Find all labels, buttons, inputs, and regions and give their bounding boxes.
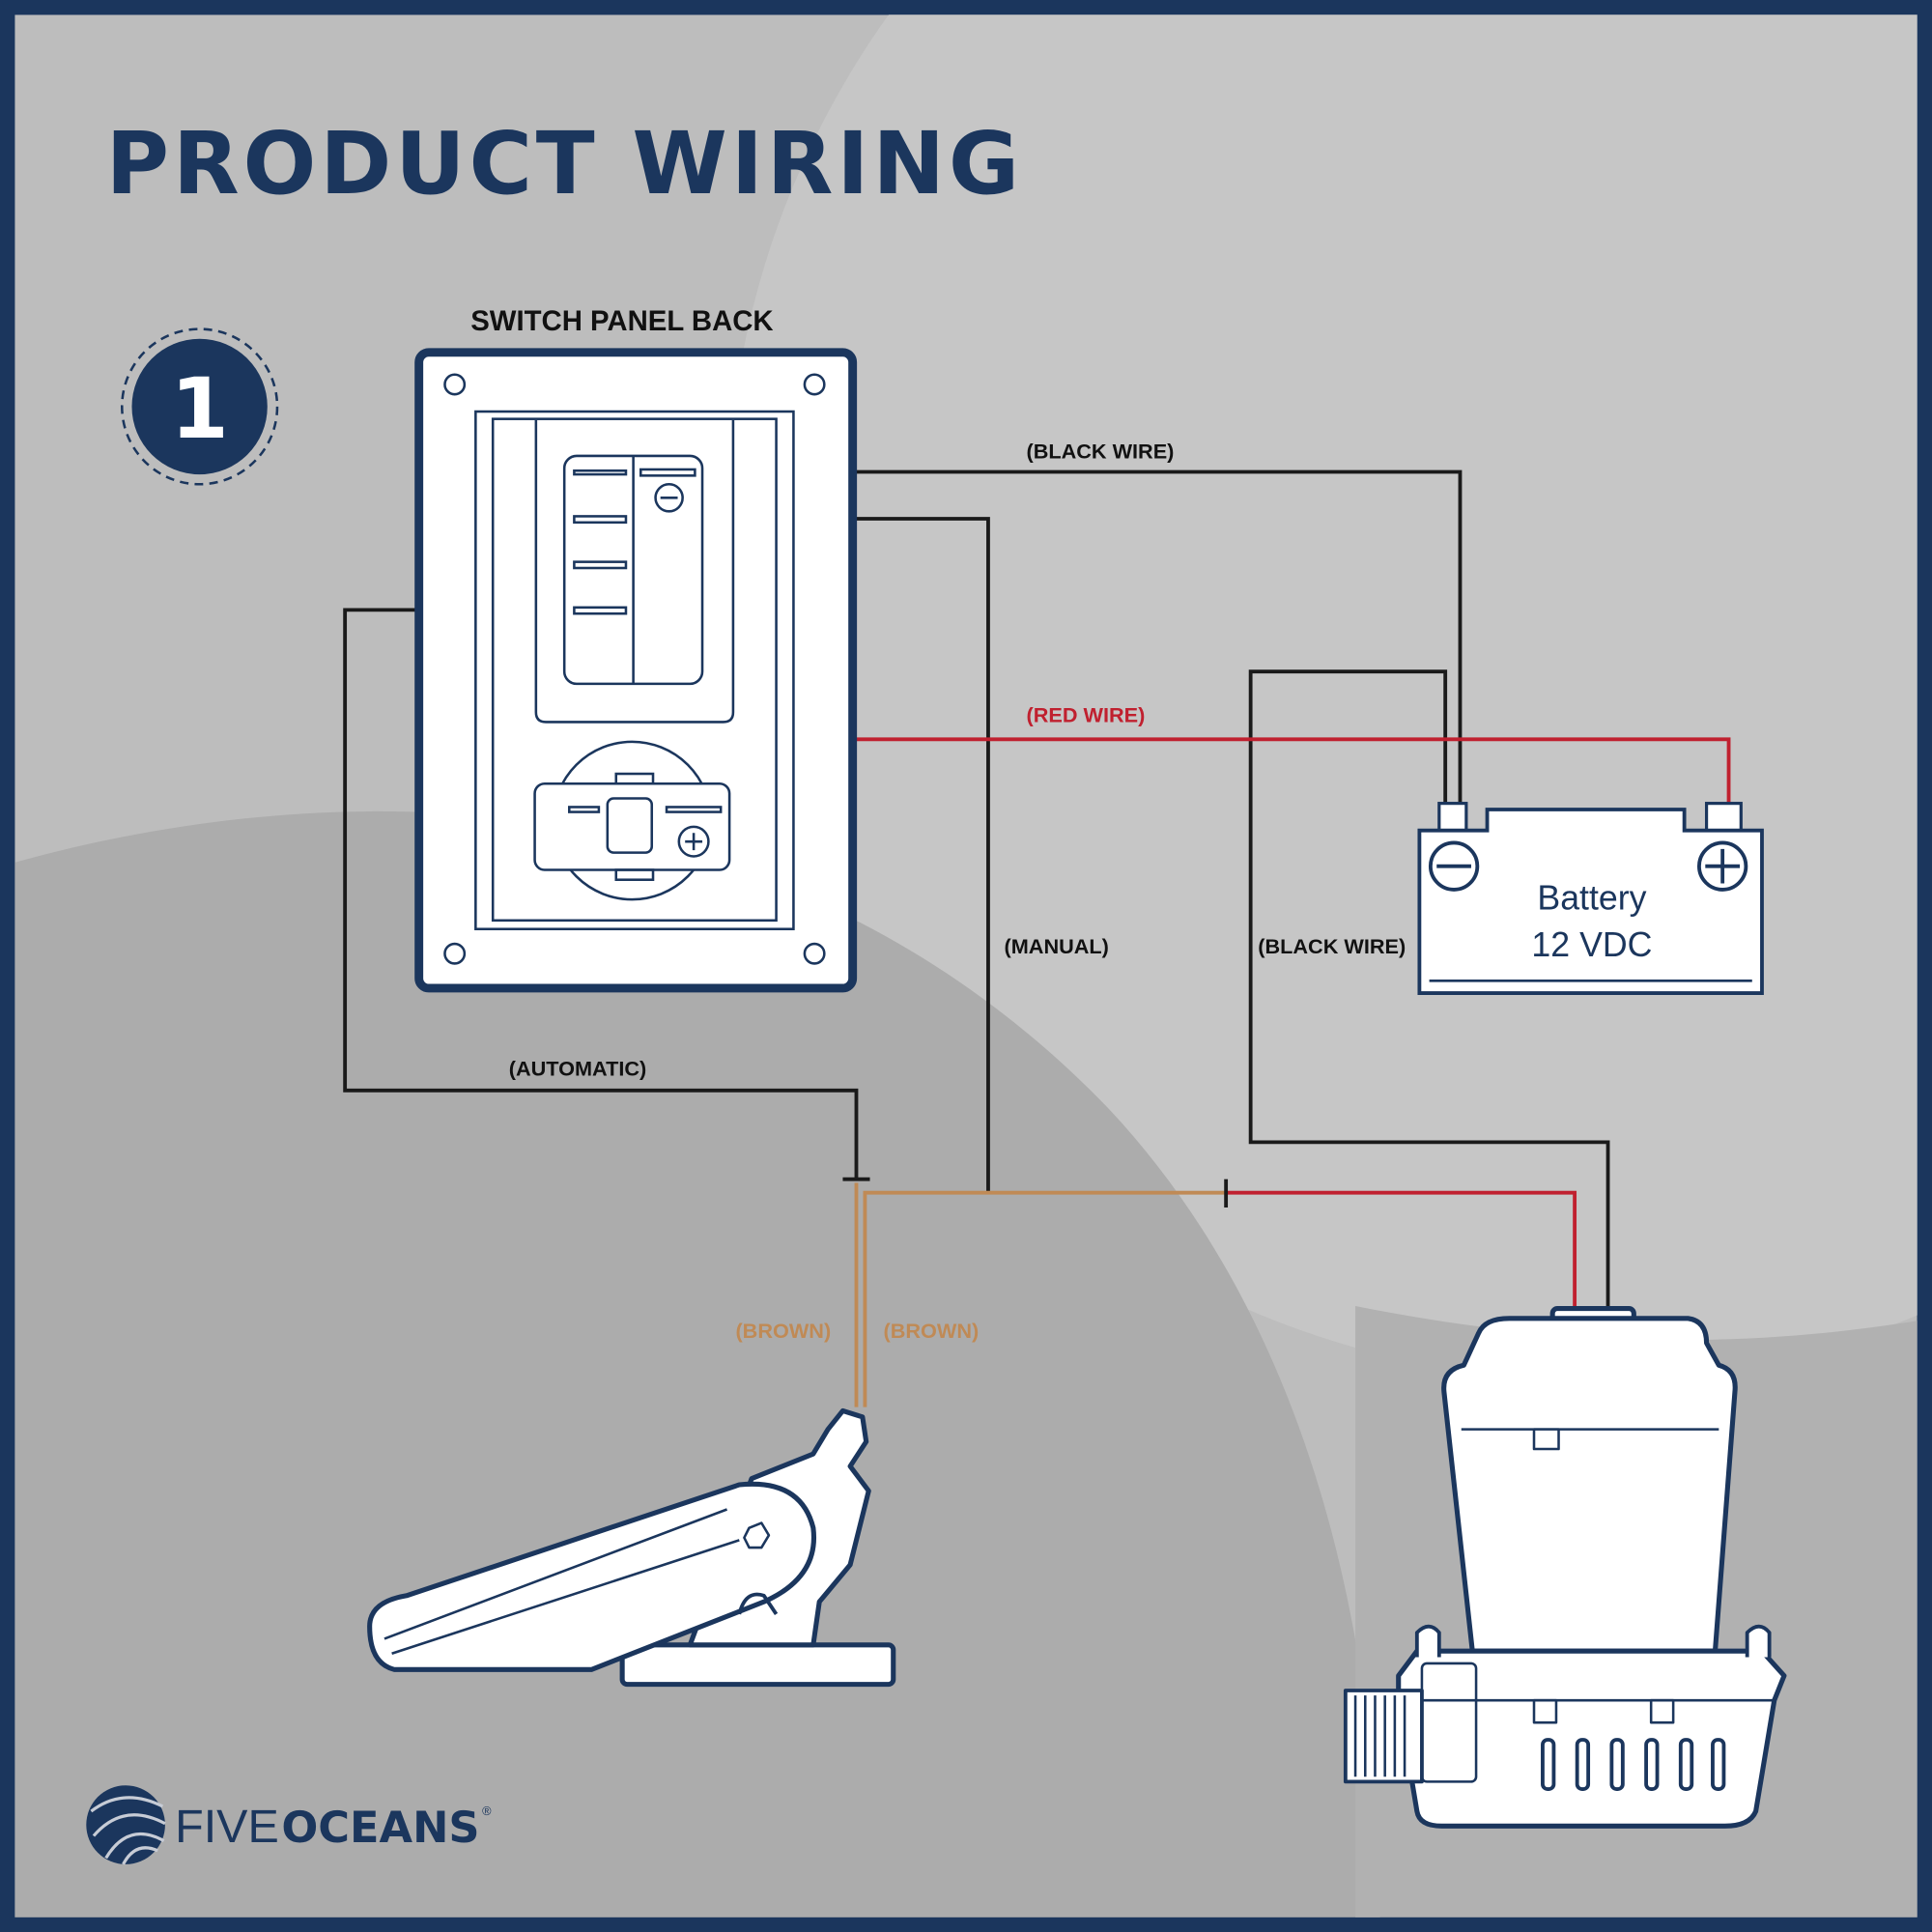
step-badge: 1 bbox=[121, 327, 279, 486]
automatic-label: (AUTOMATIC) bbox=[509, 1057, 646, 1081]
step-number: 1 bbox=[170, 360, 228, 458]
float-switch bbox=[367, 1407, 896, 1688]
negative-terminal-icon bbox=[654, 483, 684, 513]
black-wire-bottom bbox=[1248, 669, 1610, 1313]
brand-name-bold: OCEANS bbox=[281, 1803, 479, 1853]
bilge-pump bbox=[1343, 1306, 1787, 1829]
wave-logo-icon bbox=[86, 1785, 165, 1864]
fiveoceans-logo: FIVEOCEANS® bbox=[86, 1785, 492, 1865]
registered-mark: ® bbox=[482, 1804, 492, 1818]
black-wire-label: (BLACK WIRE) bbox=[1027, 439, 1175, 463]
switch-panel-label: SWITCH PANEL BACK bbox=[470, 305, 773, 337]
red-wire-label: (RED WIRE) bbox=[1027, 702, 1146, 726]
battery-positive-icon bbox=[1697, 840, 1748, 892]
brown-wire-label-right: (BROWN) bbox=[884, 1319, 980, 1343]
red-wire-pump bbox=[1226, 1190, 1577, 1313]
battery-negative-icon bbox=[1428, 840, 1480, 892]
battery-label: Battery bbox=[1537, 878, 1646, 917]
switch-panel bbox=[414, 348, 858, 993]
manual-label: (MANUAL) bbox=[1005, 934, 1109, 958]
positive-terminal-icon bbox=[677, 825, 710, 858]
manual-wire bbox=[852, 517, 990, 1193]
automatic-wire bbox=[343, 608, 859, 1179]
page-title: PRODUCT WIRING bbox=[106, 114, 1023, 214]
brown-wire-label-left: (BROWN) bbox=[735, 1319, 831, 1343]
brown-wire-right bbox=[863, 1190, 1227, 1407]
battery: Battery 12 VDC bbox=[1417, 802, 1764, 995]
brand-wordmark: FIVEOCEANS® bbox=[175, 1801, 492, 1853]
black-wire-label-2: (BLACK WIRE) bbox=[1258, 934, 1406, 958]
brand-name-light: FIVE bbox=[175, 1801, 279, 1853]
battery-voltage: 12 VDC bbox=[1531, 925, 1652, 964]
black-wire-top bbox=[640, 469, 1463, 808]
